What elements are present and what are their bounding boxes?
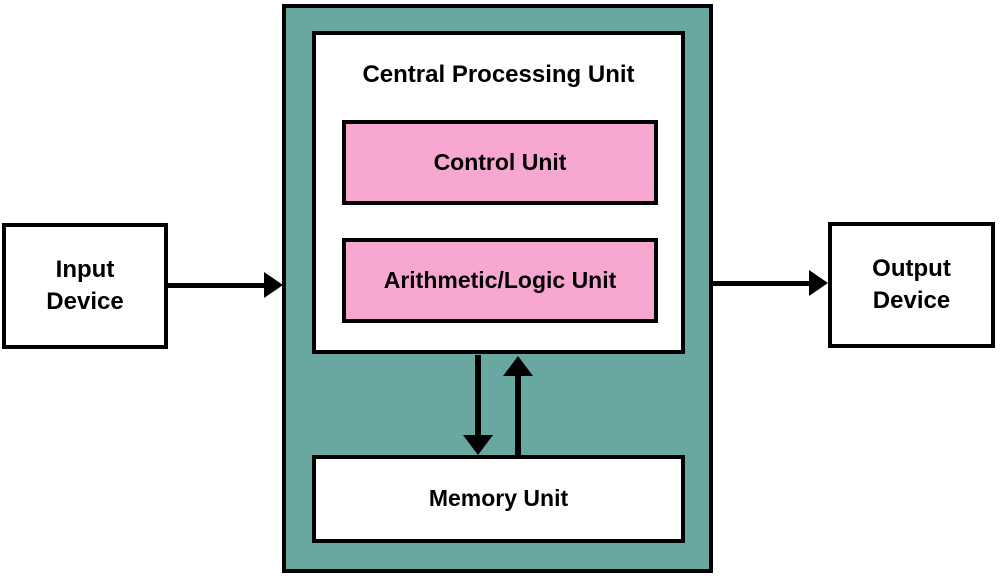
output-device-label: Output Device (872, 254, 951, 314)
cpu-to-memory-arrowhead-icon (463, 435, 493, 455)
input-device-box: Input Device (2, 223, 168, 349)
alu-label: Arithmetic/Logic Unit (383, 266, 617, 293)
cpu-box: Central Processing Unit Control Unit Ari… (312, 31, 685, 354)
input-device-label: Input Device (46, 255, 124, 315)
cpu-to-output-arrowhead-icon (809, 270, 828, 296)
output-device-box: Output Device (828, 222, 995, 348)
alu-box: Arithmetic/Logic Unit (342, 238, 658, 323)
input-to-cpu-arrowhead-icon (264, 272, 283, 298)
cpu-to-memory-arrow-stem (475, 355, 481, 437)
memory-to-cpu-arrow-stem (515, 375, 521, 455)
input-to-cpu-arrow-stem (168, 283, 268, 288)
control-unit-box: Control Unit (342, 120, 658, 205)
memory-to-cpu-arrowhead-icon (503, 356, 533, 376)
memory-unit-label: Memory Unit (428, 485, 569, 512)
cpu-to-output-arrow-stem (713, 281, 811, 286)
control-unit-label: Control Unit (433, 148, 567, 175)
cpu-title: Central Processing Unit (362, 61, 635, 88)
memory-unit-box: Memory Unit (312, 455, 685, 543)
